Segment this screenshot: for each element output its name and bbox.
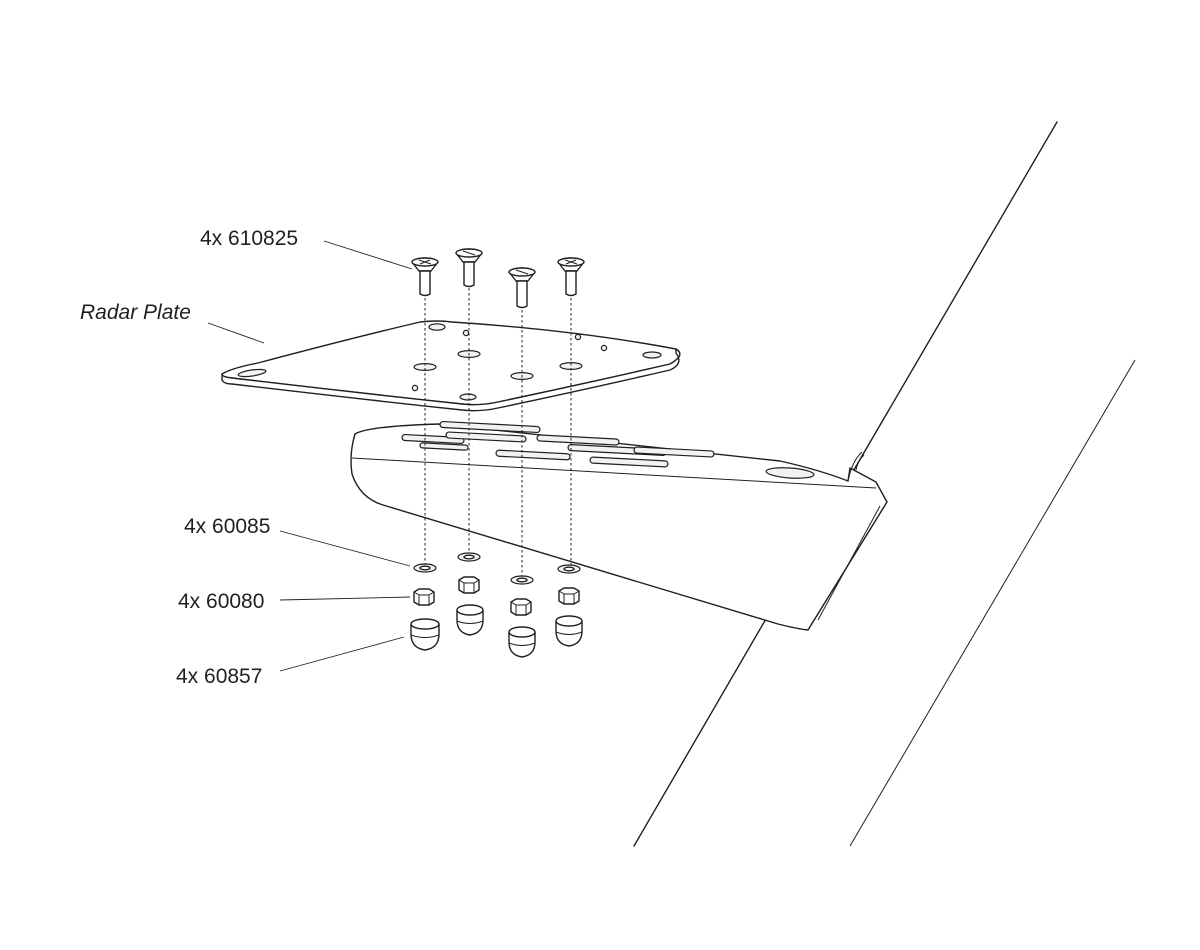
radar-plate-top (221, 320, 681, 406)
plate-small-hole (600, 344, 608, 352)
mount-arm-body (350, 423, 888, 631)
washer (413, 563, 437, 573)
slot (401, 433, 465, 445)
mast-edge-upper-left (847, 121, 1058, 481)
flat-head-screws (411, 248, 585, 309)
washer (510, 575, 534, 585)
leader-screws (323, 240, 413, 270)
mount-arm-slots (401, 420, 815, 479)
hex-nuts (413, 576, 580, 616)
mast-hole (765, 467, 815, 479)
slot (536, 434, 620, 446)
hex-nut (558, 587, 580, 605)
mount-arm-right-face-inner (817, 505, 881, 621)
callout-screws: 4x 610825 (200, 227, 298, 250)
acorn-cap (555, 615, 583, 647)
washer (457, 552, 481, 562)
leader-nuts (279, 596, 411, 601)
flat-head-screw (455, 248, 483, 288)
plate-small-hole (574, 333, 582, 341)
mast-edge-right (849, 359, 1136, 847)
slot (495, 449, 571, 461)
hex-nut (458, 576, 480, 594)
slot (439, 420, 541, 434)
callout-caps: 4x 60857 (176, 665, 262, 688)
mast-edge-lower-left (633, 611, 771, 847)
plate-small-hole (411, 384, 419, 392)
callout-radar-plate: Radar Plate (80, 301, 191, 324)
callout-nuts: 4x 60080 (178, 590, 264, 613)
hex-nut (510, 598, 532, 616)
mount-arm-top-edge (351, 457, 877, 489)
slot (589, 456, 669, 468)
callout-washers: 4x 60085 (184, 515, 270, 538)
leader-plate (207, 322, 265, 344)
leader-lines (207, 240, 413, 672)
acorn-cap (410, 618, 440, 651)
acorn-cap (456, 604, 484, 636)
leader-washers (279, 530, 411, 567)
hex-nut (413, 588, 435, 606)
slot (445, 431, 527, 443)
flat-head-screw (508, 267, 536, 309)
plate-corner-slot (459, 393, 477, 401)
radar-plate (221, 320, 681, 412)
washer (557, 564, 581, 574)
mount-arm-weld-collar (847, 451, 865, 482)
mast-tube (633, 121, 1136, 847)
leader-caps (279, 636, 405, 672)
mount-arm (350, 420, 888, 631)
plate-small-hole (462, 329, 470, 337)
plate-corner-slot (237, 368, 267, 378)
radar-plate-edge (221, 348, 681, 412)
acorn-caps (410, 604, 583, 658)
acorn-cap (508, 626, 536, 658)
slot (633, 446, 715, 458)
slot (419, 442, 469, 451)
flat-head-screw (411, 257, 439, 297)
assembly-axes (424, 288, 572, 578)
plate-corner-slot (642, 351, 662, 359)
washers (413, 552, 581, 585)
plate-corner-slot (428, 323, 446, 331)
flat-head-screw (557, 257, 585, 297)
